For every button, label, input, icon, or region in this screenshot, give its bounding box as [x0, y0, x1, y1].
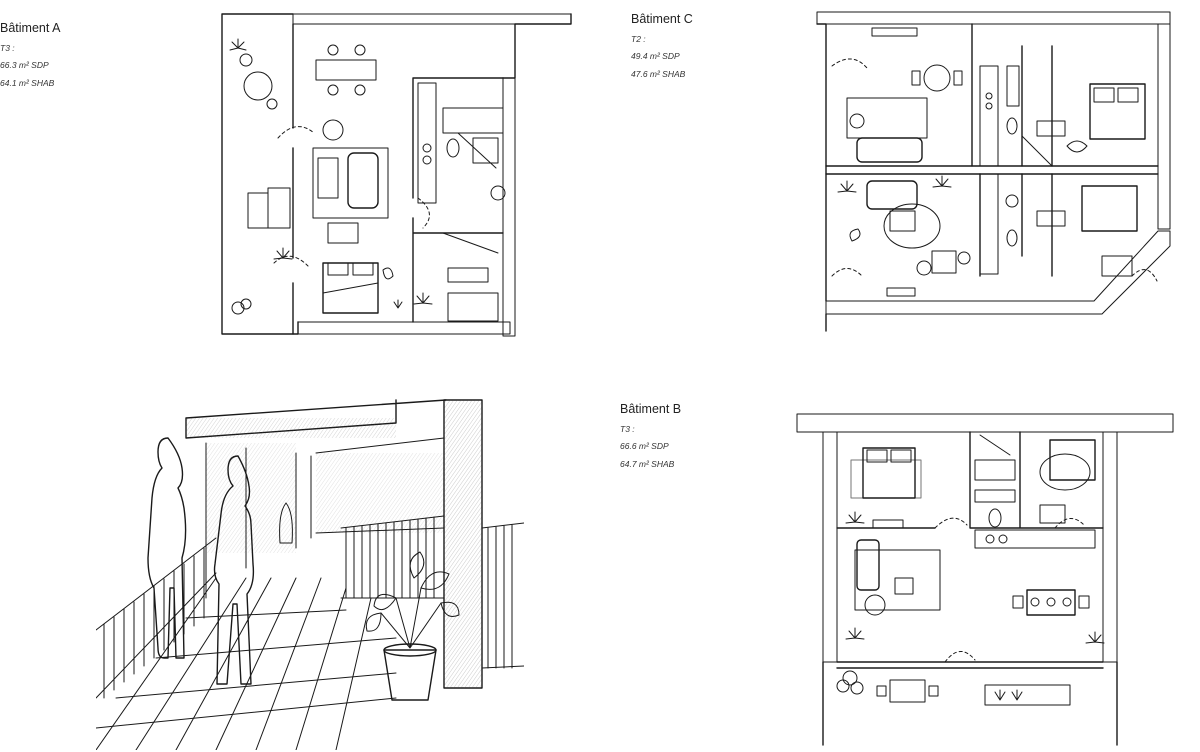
sofa-icon — [866, 180, 918, 210]
rug — [854, 549, 941, 611]
dining-table-icon — [923, 64, 951, 92]
bed-icon — [1049, 439, 1096, 481]
rug — [883, 203, 941, 249]
toilet-icon — [1006, 229, 1018, 247]
apartment-type: T2 : — [631, 33, 646, 44]
apartment-type: T3 : — [0, 42, 15, 53]
area-sdp: 66.3 m² SDP — [0, 60, 49, 70]
sofa-icon — [347, 152, 379, 209]
caption-batiment-b: Bâtiment B T3 : 66.6 m² SDP 64.7 m² SHAB — [620, 403, 681, 477]
toilet-icon — [988, 508, 1002, 528]
floor-plan-batiment-a — [218, 8, 574, 340]
person-silhouette — [147, 437, 187, 659]
bed-icon — [862, 447, 916, 499]
rug — [1039, 453, 1091, 491]
sofa-icon — [856, 137, 923, 163]
caption-batiment-c: Bâtiment C T2 : 49.4 m² SDP 47.6 m² SHAB — [631, 13, 693, 87]
hatched-wall — [292, 13, 572, 25]
dining-table-icon — [1012, 589, 1090, 616]
plant-icon — [836, 511, 1105, 701]
area-sdp: 49.4 m² SDP — [631, 51, 680, 61]
building-name: Bâtiment C — [631, 12, 693, 26]
apartment-type: T3 : — [620, 423, 635, 434]
hatched-wall — [822, 431, 838, 663]
floor-plan-batiment-c — [812, 6, 1182, 336]
toilet-icon — [1006, 117, 1018, 135]
floor-plan-batiment-b — [795, 410, 1175, 748]
sink-icon — [490, 185, 506, 201]
bathtub-icon — [1006, 65, 1020, 107]
dining-table-icon — [315, 44, 377, 96]
plant-icon — [229, 38, 433, 315]
hatched-wall — [502, 77, 516, 337]
bed-icon — [1081, 185, 1138, 232]
rug — [312, 147, 389, 219]
building-name: Bâtiment A — [0, 21, 61, 35]
hatched-wall — [297, 321, 511, 335]
building-name: Bâtiment B — [620, 402, 682, 416]
area-shab: 47.6 m² SHAB — [631, 68, 686, 79]
hatched-wall — [825, 230, 1171, 315]
person-silhouette — [213, 455, 255, 685]
bathtub-icon — [472, 137, 499, 164]
sink-icon — [1005, 194, 1019, 208]
plant-icon — [837, 175, 952, 193]
area-shab: 64.7 m² SHAB — [620, 458, 675, 469]
hatched-wall — [816, 11, 1171, 25]
sofa-icon — [856, 539, 880, 591]
toilet-icon — [446, 138, 460, 158]
hatched-wall — [1102, 431, 1118, 663]
caption-batiment-a: Bâtiment A T3 : 66.3 m² SDP 64.1 m² SHAB — [0, 22, 60, 96]
potted-plant-icon — [365, 551, 460, 701]
bed-icon — [1089, 83, 1146, 140]
perspective-sketch-gallery — [96, 398, 524, 750]
area-shab: 64.1 m² SHAB — [0, 77, 55, 88]
hatched-wall — [796, 413, 1174, 433]
hatched-wall — [1157, 23, 1171, 230]
bed-icon — [322, 262, 379, 314]
area-sdp: 66.6 m² SDP — [620, 441, 669, 451]
